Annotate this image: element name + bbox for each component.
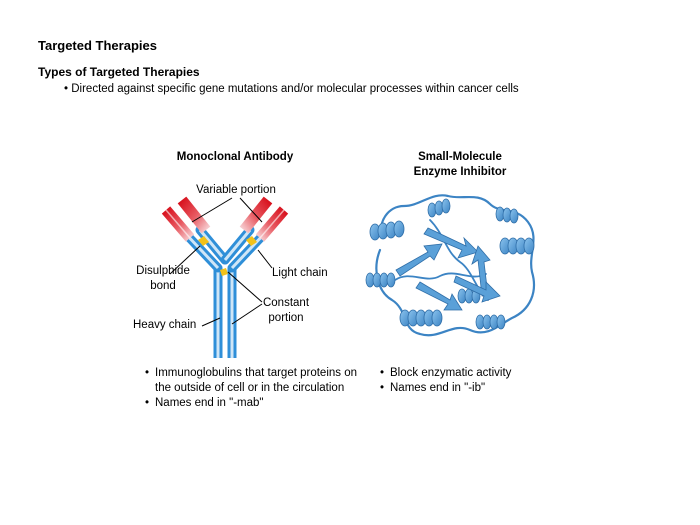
inhibitor-bullet-1: Block enzymatic activity xyxy=(380,366,580,381)
page-title: Targeted Therapies xyxy=(38,38,157,53)
antibody-title: Monoclonal Antibody xyxy=(176,151,294,163)
label-constant-line-2: portion xyxy=(268,312,304,324)
label-disulphide-line-2: bond xyxy=(150,280,176,292)
heavy-chain xyxy=(179,227,271,358)
label-disulphide-line-1: Disulphide xyxy=(136,265,190,277)
section-bullet: • Directed against specific gene mutatio… xyxy=(64,83,519,95)
alpha-helices xyxy=(365,198,535,330)
label-disulphide-bond: Disulphide bond xyxy=(128,264,198,294)
disulphide-bond xyxy=(198,236,257,276)
section-title: Types of Targeted Therapies xyxy=(38,65,200,79)
section-bullet-text: Directed against specific gene mutations… xyxy=(71,83,519,95)
light-chain xyxy=(195,225,255,265)
beta-strands xyxy=(395,227,501,311)
label-variable-portion: Variable portion xyxy=(196,184,276,196)
label-constant-portion: Constant portion xyxy=(256,296,316,326)
antibody-bullets: Immunoglobulins that target proteins on … xyxy=(145,366,365,411)
label-leader-lines xyxy=(169,197,273,327)
inhibitor-title: Small-Molecule Enzyme Inhibitor xyxy=(375,150,545,180)
label-constant-line-1: Constant xyxy=(262,297,310,309)
variable-portion xyxy=(161,196,289,242)
antibody-bullet-2: Names end in "-mab" xyxy=(145,396,365,411)
inhibitor-title-line-2: Enzyme Inhibitor xyxy=(413,166,507,178)
antibody-bullet-1: Immunoglobulins that target proteins on … xyxy=(145,366,365,396)
inhibitor-bullet-2: Names end in "-ib" xyxy=(380,381,580,396)
label-heavy-chain: Heavy chain xyxy=(133,319,197,331)
inhibitor-bullets: Block enzymatic activity Names end in "-… xyxy=(380,366,580,396)
label-light-chain: Light chain xyxy=(272,267,328,279)
inhibitor-title-line-1: Small-Molecule xyxy=(418,151,502,163)
